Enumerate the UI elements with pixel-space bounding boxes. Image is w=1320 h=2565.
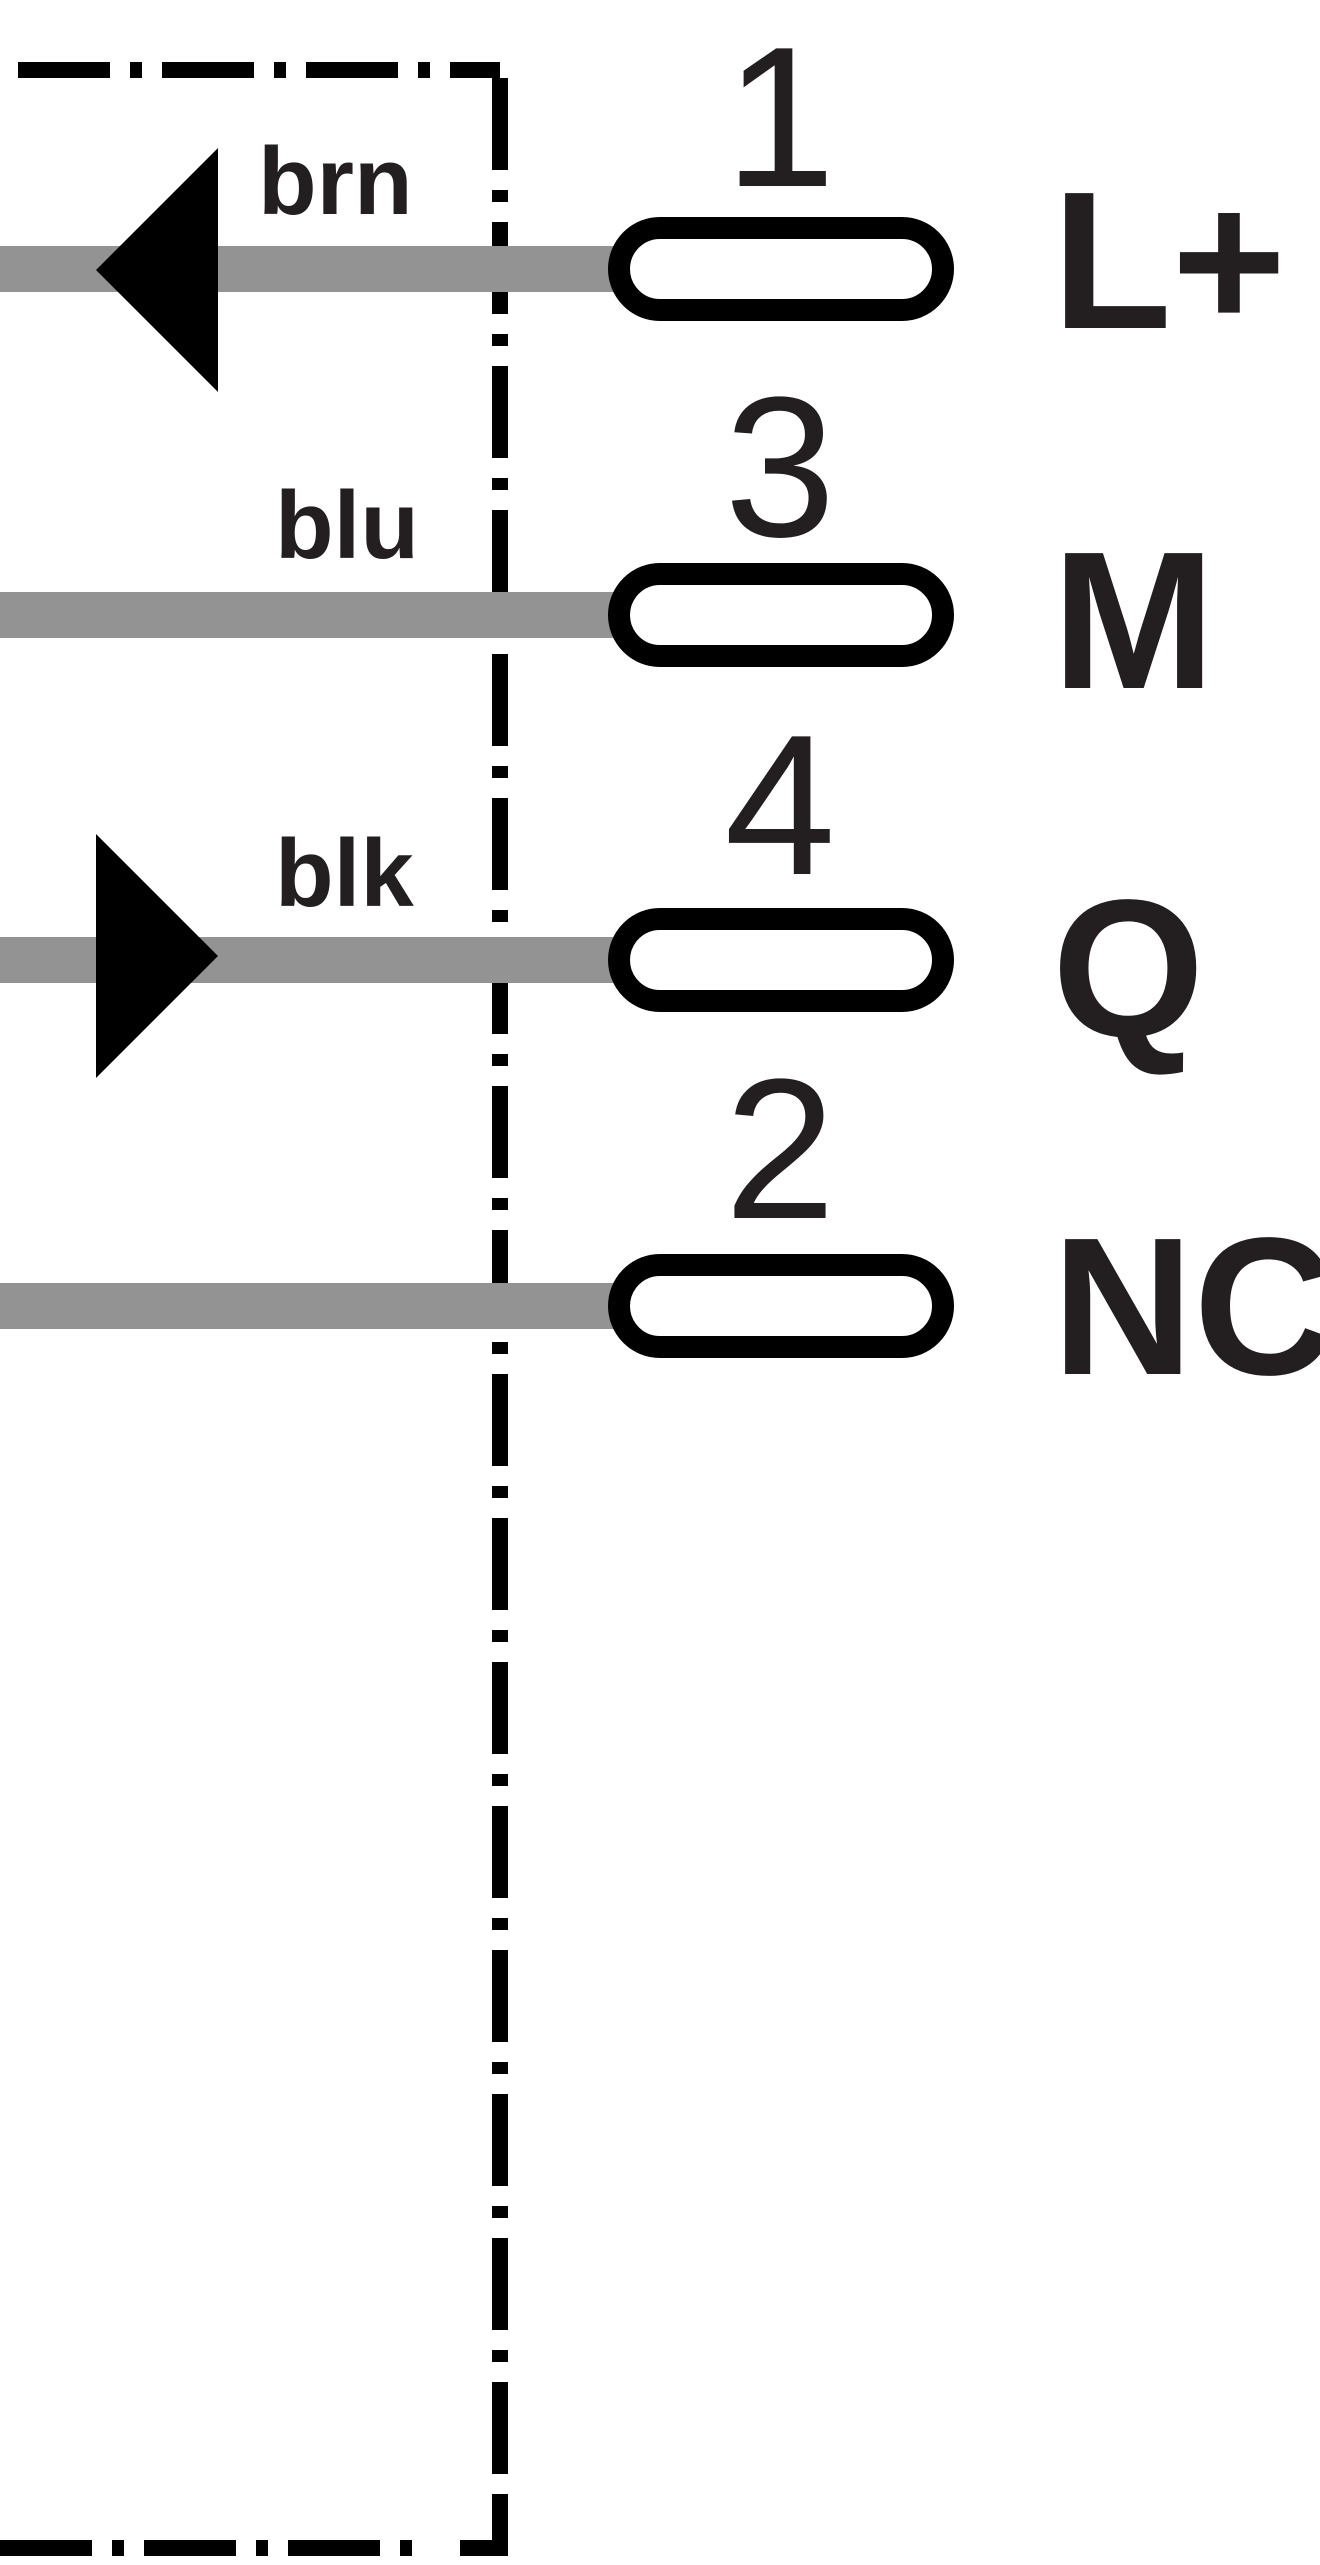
connection-row-blu: blu 3 M [0, 356, 1215, 730]
wire-color-label: blk [275, 820, 414, 927]
wire-nc [0, 1283, 625, 1329]
pin-contact-3 [608, 563, 954, 667]
pin-contact-4 [608, 908, 954, 1012]
pin-contact-1 [608, 217, 954, 321]
wire-blu [0, 592, 625, 638]
wire-color-label: blu [275, 472, 419, 579]
pin-number-label: 3 [724, 356, 835, 579]
connection-row-brn: brn 1 L+ [0, 6, 1286, 392]
pin-number-label: 1 [724, 6, 835, 229]
housing-bottom-corner [460, 2500, 508, 2556]
signal-label: NC [1052, 1197, 1320, 1416]
signal-label: Q [1052, 859, 1204, 1078]
pin-number-label: 4 [724, 694, 835, 917]
signal-label: L+ [1052, 151, 1286, 370]
arrow-left-icon [96, 148, 218, 392]
pin-contact-2 [608, 1254, 954, 1358]
wire-color-label: brn [258, 128, 413, 235]
arrow-right-icon [96, 834, 218, 1078]
signal-label: M [1052, 511, 1215, 730]
connection-row-nc: 2 NC [0, 1038, 1320, 1416]
wire-brn [0, 246, 625, 292]
wire-blk [0, 937, 625, 983]
connection-row-blk: blk 4 Q [0, 694, 1204, 1078]
pin-number-label: 2 [724, 1038, 835, 1261]
